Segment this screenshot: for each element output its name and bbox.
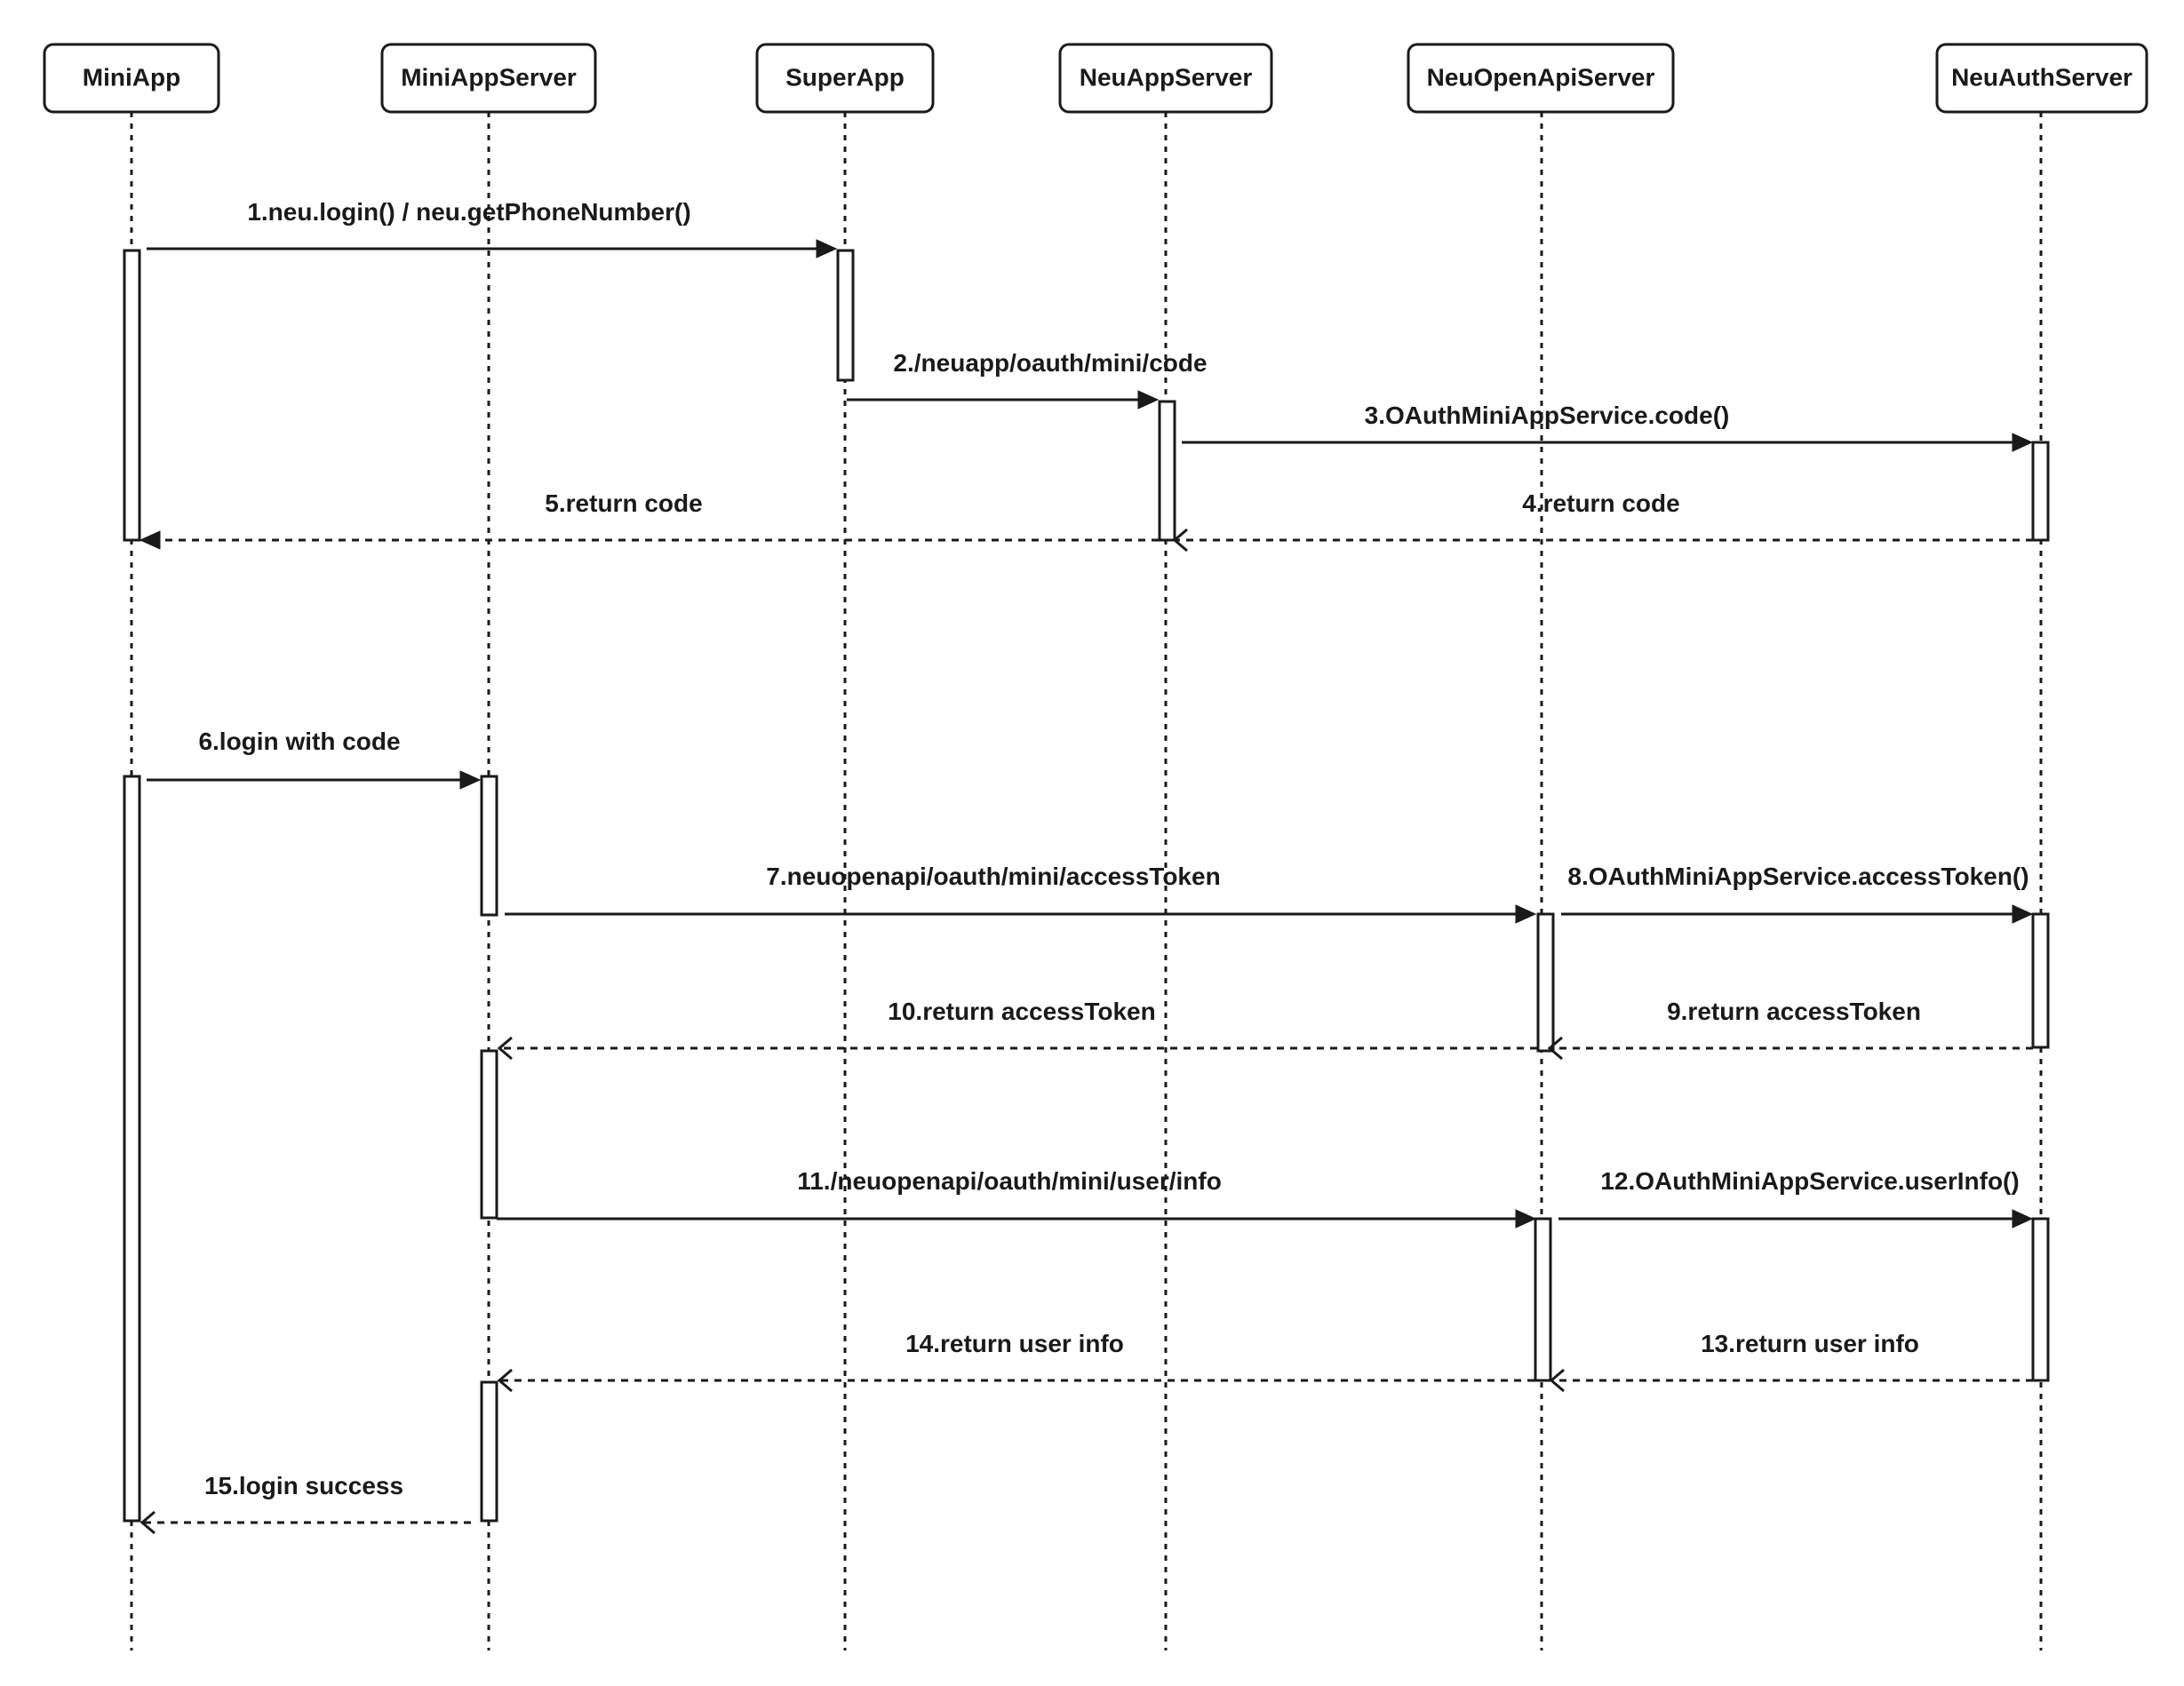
message-10[interactable]: 10.return accessToken (497, 998, 1537, 1061)
participant-miniappserver[interactable]: MiniAppServer (380, 43, 597, 114)
message-label-13: 13.return user info (1701, 1330, 1919, 1357)
activation-neuappserver-1 (1158, 400, 1176, 542)
activation-miniappserver-3 (480, 1380, 498, 1523)
participant-label-superapp: SuperApp (785, 63, 905, 91)
message-label-10: 10.return accessToken (888, 998, 1155, 1025)
arrowhead-icon (139, 530, 161, 550)
message-1[interactable]: 1.neu.login() / neu.getPhoneNumber() (147, 198, 838, 258)
arrowhead-icon (497, 1368, 513, 1393)
message-label-2: 2./neuapp/oauth/mini/code (893, 349, 1207, 377)
message-14[interactable]: 14.return user info (497, 1330, 1534, 1393)
message-11[interactable]: 11./neuopenapi/oauth/mini/user/info (497, 1167, 1537, 1229)
activation-neuauthserver-1 (2031, 441, 2050, 542)
activation-superapp-1 (836, 249, 855, 382)
message-label-1: 1.neu.login() / neu.getPhoneNumber() (247, 198, 690, 226)
activation-miniapp-1 (123, 249, 141, 542)
arrowhead-icon (1515, 904, 1537, 924)
arrowhead-icon (1547, 1036, 1563, 1061)
participant-label-neuauthserver: NeuAuthServer (1951, 63, 2132, 91)
activation-neuopenapiserver-2 (1534, 1217, 1552, 1382)
activation-bars (123, 249, 2050, 1523)
arrowhead-icon (139, 1510, 155, 1535)
arrowhead-icon (816, 239, 838, 258)
message-label-5: 5.return code (545, 489, 702, 517)
activation-neuopenapiserver-1 (1536, 912, 1555, 1053)
message-5[interactable]: 5.return code (139, 489, 1159, 550)
message-12[interactable]: 12.OAuthMiniAppService.userInfo() (1558, 1167, 2034, 1229)
activation-miniappserver-1 (480, 775, 498, 917)
message-6[interactable]: 6.login with code (147, 728, 482, 790)
message-label-8: 8.OAuthMiniAppService.accessToken() (1567, 863, 2029, 890)
message-label-12: 12.OAuthMiniAppService.userInfo() (1600, 1167, 2019, 1195)
message-13[interactable]: 13.return user info (1549, 1330, 2033, 1393)
arrowhead-icon (1549, 1368, 1565, 1393)
participant-label-neuappserver: NeuAppServer (1080, 63, 1253, 91)
arrowhead-icon (497, 1036, 513, 1061)
message-label-11: 11./neuopenapi/oauth/mini/user/info (797, 1167, 1222, 1195)
activation-miniapp-2 (123, 775, 141, 1523)
message-7[interactable]: 7.neuopenapi/oauth/mini/accessToken (505, 863, 1537, 924)
activation-neuauthserver-3 (2031, 1217, 2050, 1382)
arrowhead-icon (1137, 390, 1160, 410)
arrowhead-icon (2012, 433, 2034, 452)
message-9[interactable]: 9.return accessToken (1547, 998, 2033, 1061)
participant-superapp[interactable]: SuperApp (755, 43, 935, 114)
message-label-3: 3.OAuthMiniAppService.code() (1365, 402, 1730, 429)
message-label-4: 4.return code (1522, 489, 1679, 517)
participant-neuauthserver[interactable]: NeuAuthServer (1935, 43, 2148, 114)
message-3[interactable]: 3.OAuthMiniAppService.code() (1182, 402, 2034, 452)
participant-neuappserver[interactable]: NeuAppServer (1058, 43, 1273, 114)
message-15[interactable]: 15.login success (139, 1472, 471, 1535)
message-4[interactable]: 4.return code (1172, 489, 2033, 553)
participant-label-miniapp: MiniApp (83, 63, 180, 91)
arrowhead-icon (1172, 528, 1188, 553)
message-label-6: 6.login with code (198, 728, 400, 755)
arrowhead-icon (459, 770, 482, 790)
message-label-14: 14.return user info (905, 1330, 1124, 1357)
activation-miniappserver-2 (480, 1049, 498, 1220)
message-2[interactable]: 2./neuapp/oauth/mini/code (847, 349, 1208, 410)
participant-label-neuopenapiserver: NeuOpenApiServer (1427, 63, 1655, 91)
arrowhead-icon (2012, 1209, 2034, 1229)
arrowhead-icon (2012, 904, 2034, 924)
participant-miniapp[interactable]: MiniApp (43, 43, 220, 114)
activation-neuauthserver-2 (2031, 912, 2050, 1049)
message-label-9: 9.return accessToken (1667, 998, 1921, 1025)
message-label-15: 15.login success (204, 1472, 403, 1499)
participant-label-miniappserver: MiniAppServer (401, 63, 577, 91)
message-8[interactable]: 8.OAuthMiniAppService.accessToken() (1561, 863, 2034, 924)
arrowhead-icon (1515, 1209, 1537, 1229)
participant-neuopenapiserver[interactable]: NeuOpenApiServer (1407, 43, 1675, 114)
message-label-7: 7.neuopenapi/oauth/mini/accessToken (766, 863, 1220, 890)
